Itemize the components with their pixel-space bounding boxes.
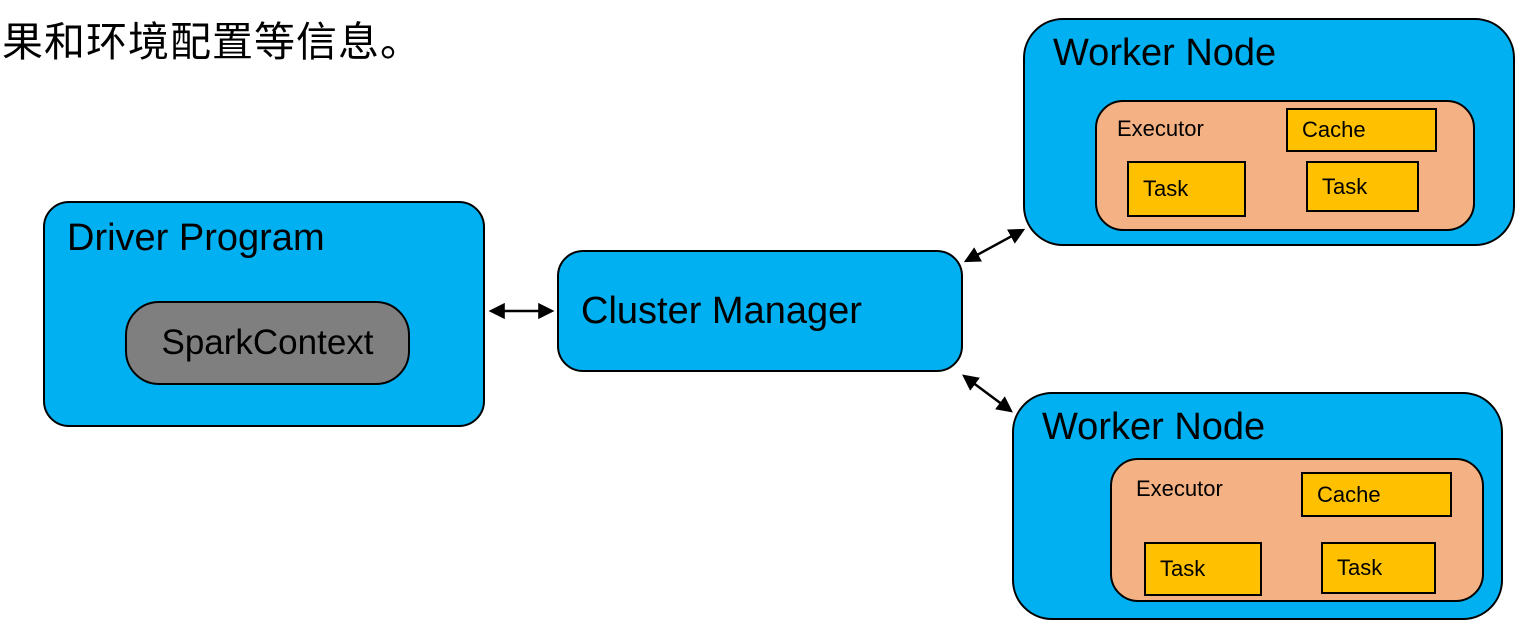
cluster-manager-label: Cluster Manager [581, 289, 862, 332]
worker-node-2: Worker Node Executor Cache Task Task [1012, 392, 1503, 620]
worker-2-task-right-label: Task [1337, 555, 1383, 580]
arrow-cluster-worker-2 [962, 374, 1013, 413]
worker-node-1: Worker Node Executor Cache Task Task [1023, 18, 1515, 246]
worker-2-task-left-label: Task [1160, 556, 1206, 581]
worker-2-executor-label: Executor [1136, 476, 1223, 501]
worker-node-2-title: Worker Node [1042, 406, 1266, 448]
worker-1-task-box-right: Task [1306, 161, 1419, 212]
worker-2-task-box-right: Task [1321, 542, 1436, 594]
worker-2-executor: Executor Cache Task Task [1110, 458, 1484, 602]
worker-node-1-title: Worker Node [1053, 32, 1277, 74]
driver-program-title: Driver Program [67, 217, 325, 259]
worker-1-task-box-left: Task [1127, 161, 1246, 217]
spark-context-node: SparkContext [125, 301, 410, 385]
arrow-cluster-worker-1 [963, 228, 1026, 263]
spark-context-label: SparkContext [161, 323, 374, 362]
document-text-fragment: 果和环境配置等信息。 [2, 19, 422, 65]
worker-2-cache-label: Cache [1317, 481, 1381, 507]
worker-1-executor: Executor Cache Task Task [1095, 100, 1475, 231]
worker-2-cache-box: Cache [1301, 472, 1452, 517]
worker-1-task-right-label: Task [1322, 173, 1368, 199]
worker-1-executor-label: Executor [1117, 116, 1204, 141]
worker-1-cache-box: Cache [1286, 108, 1437, 152]
worker-1-task-left-label: Task [1143, 176, 1189, 201]
driver-program-node: Driver Program SparkContext [43, 201, 485, 427]
cluster-manager-node: Cluster Manager [557, 250, 963, 372]
worker-2-task-box-left: Task [1144, 542, 1262, 596]
worker-1-cache-label: Cache [1302, 117, 1366, 142]
